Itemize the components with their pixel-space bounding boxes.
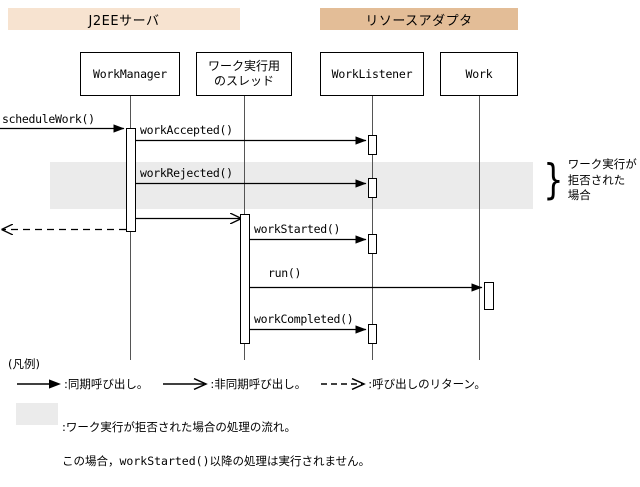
message-label-workstarted: workStarted(): [254, 222, 341, 236]
legend-entry-return-label: 呼び出しのリターン。: [372, 377, 486, 391]
legend-arrow-entries: : 同期呼び出し。 : 非同期呼び出し。 : 呼び出しのリターン。: [16, 376, 632, 392]
sequence-diagram-canvas: J2EEサーバ リソースアダプタ WorkManager ワーク実行用 のスレッ…: [0, 8, 637, 468]
activation-bar-worklistener-4: [368, 324, 377, 344]
legend-highlight-swatch: [16, 403, 58, 425]
activation-bar-worklistener-3: [368, 234, 377, 254]
rejected-case-annotation: } ワーク実行が 拒否された 場合: [540, 155, 637, 205]
legend-entry-return: : 呼び出しのリターン。: [320, 376, 486, 392]
solid-arrow-icon: [17, 379, 61, 389]
activation-bar-worklistener-2: [368, 178, 377, 198]
group-banner-resource-adapter-label: リソースアダプタ: [365, 13, 473, 29]
activation-bar-work: [484, 282, 494, 310]
message-label-workcompleted: workCompleted(): [254, 312, 354, 326]
group-banner-resource-adapter: リソースアダプタ: [320, 8, 518, 30]
lifeline-work: [479, 96, 480, 360]
legend-note: :ワーク実行が拒否された場合の処理の流れ。 この場合，workStarted()…: [16, 402, 632, 487]
legend-note-line2-mono: workStarted(): [119, 454, 210, 468]
lifeline-worklistener: [372, 96, 373, 360]
legend-entry-sync-label: 同期呼び出し。: [67, 377, 149, 391]
legend-note-line-1: :ワーク実行が拒否された場合の処理の流れ。: [62, 419, 370, 436]
activation-bar-worklistener-1: [368, 135, 377, 155]
open-arrow-icon: [163, 378, 209, 390]
activation-bar-workmanager: [126, 128, 136, 232]
message-label-workaccepted: workAccepted(): [140, 123, 233, 137]
rejected-case-highlight-band: [50, 162, 533, 209]
curly-brace-icon: }: [543, 155, 564, 205]
participant-workmanager-label: WorkManager: [93, 66, 167, 81]
participant-thread: ワーク実行用 のスレッド: [196, 52, 292, 96]
legend-note-separator: :: [62, 420, 66, 434]
rejected-case-annotation-text: ワーク実行が 拒否された 場合: [567, 157, 637, 202]
participant-worklistener: WorkListener: [320, 52, 424, 96]
group-banner-j2ee: J2EEサーバ: [8, 8, 240, 30]
legend-note-line1-text: ワーク実行が拒否された場合の処理の流れ。: [65, 420, 296, 434]
legend-title: (凡例): [8, 357, 40, 371]
legend-note-text: :ワーク実行が拒否された場合の処理の流れ。 この場合，workStarted()…: [62, 402, 370, 487]
legend-note-line2-suffix: 以降の処理は実行されません。: [209, 454, 371, 468]
legend: (凡例) : 同期呼び出し。 : 非同期呼び出し。: [8, 356, 632, 487]
participant-work: Work: [440, 52, 518, 96]
message-label-run: run(): [268, 266, 302, 280]
legend-entry-async-label: 非同期呼び出し。: [214, 377, 307, 391]
message-label-workrejected: workRejected(): [140, 166, 233, 180]
participant-thread-label: ワーク実行用 のスレッド: [207, 59, 280, 88]
legend-entry-async-separator: :: [210, 377, 215, 391]
legend-entry-async: : 非同期呼び出し。: [162, 376, 306, 392]
activation-bar-thread: [240, 214, 250, 344]
message-label-schedulework: scheduleWork(): [2, 112, 95, 126]
legend-entry-sync: : 同期呼び出し。: [16, 376, 148, 392]
participant-workmanager: WorkManager: [80, 52, 180, 96]
legend-entry-return-separator: :: [368, 377, 373, 391]
legend-note-line2-prefix: この場合，: [62, 454, 120, 468]
participant-worklistener-label: WorkListener: [331, 66, 413, 81]
legend-note-line-2: この場合，workStarted()以降の処理は実行されません。: [62, 453, 370, 470]
dashed-arrow-icon: [321, 378, 367, 390]
participant-work-label: Work: [465, 66, 493, 81]
group-banner-j2ee-label: J2EEサーバ: [88, 13, 160, 29]
legend-entry-sync-separator: :: [64, 377, 68, 391]
